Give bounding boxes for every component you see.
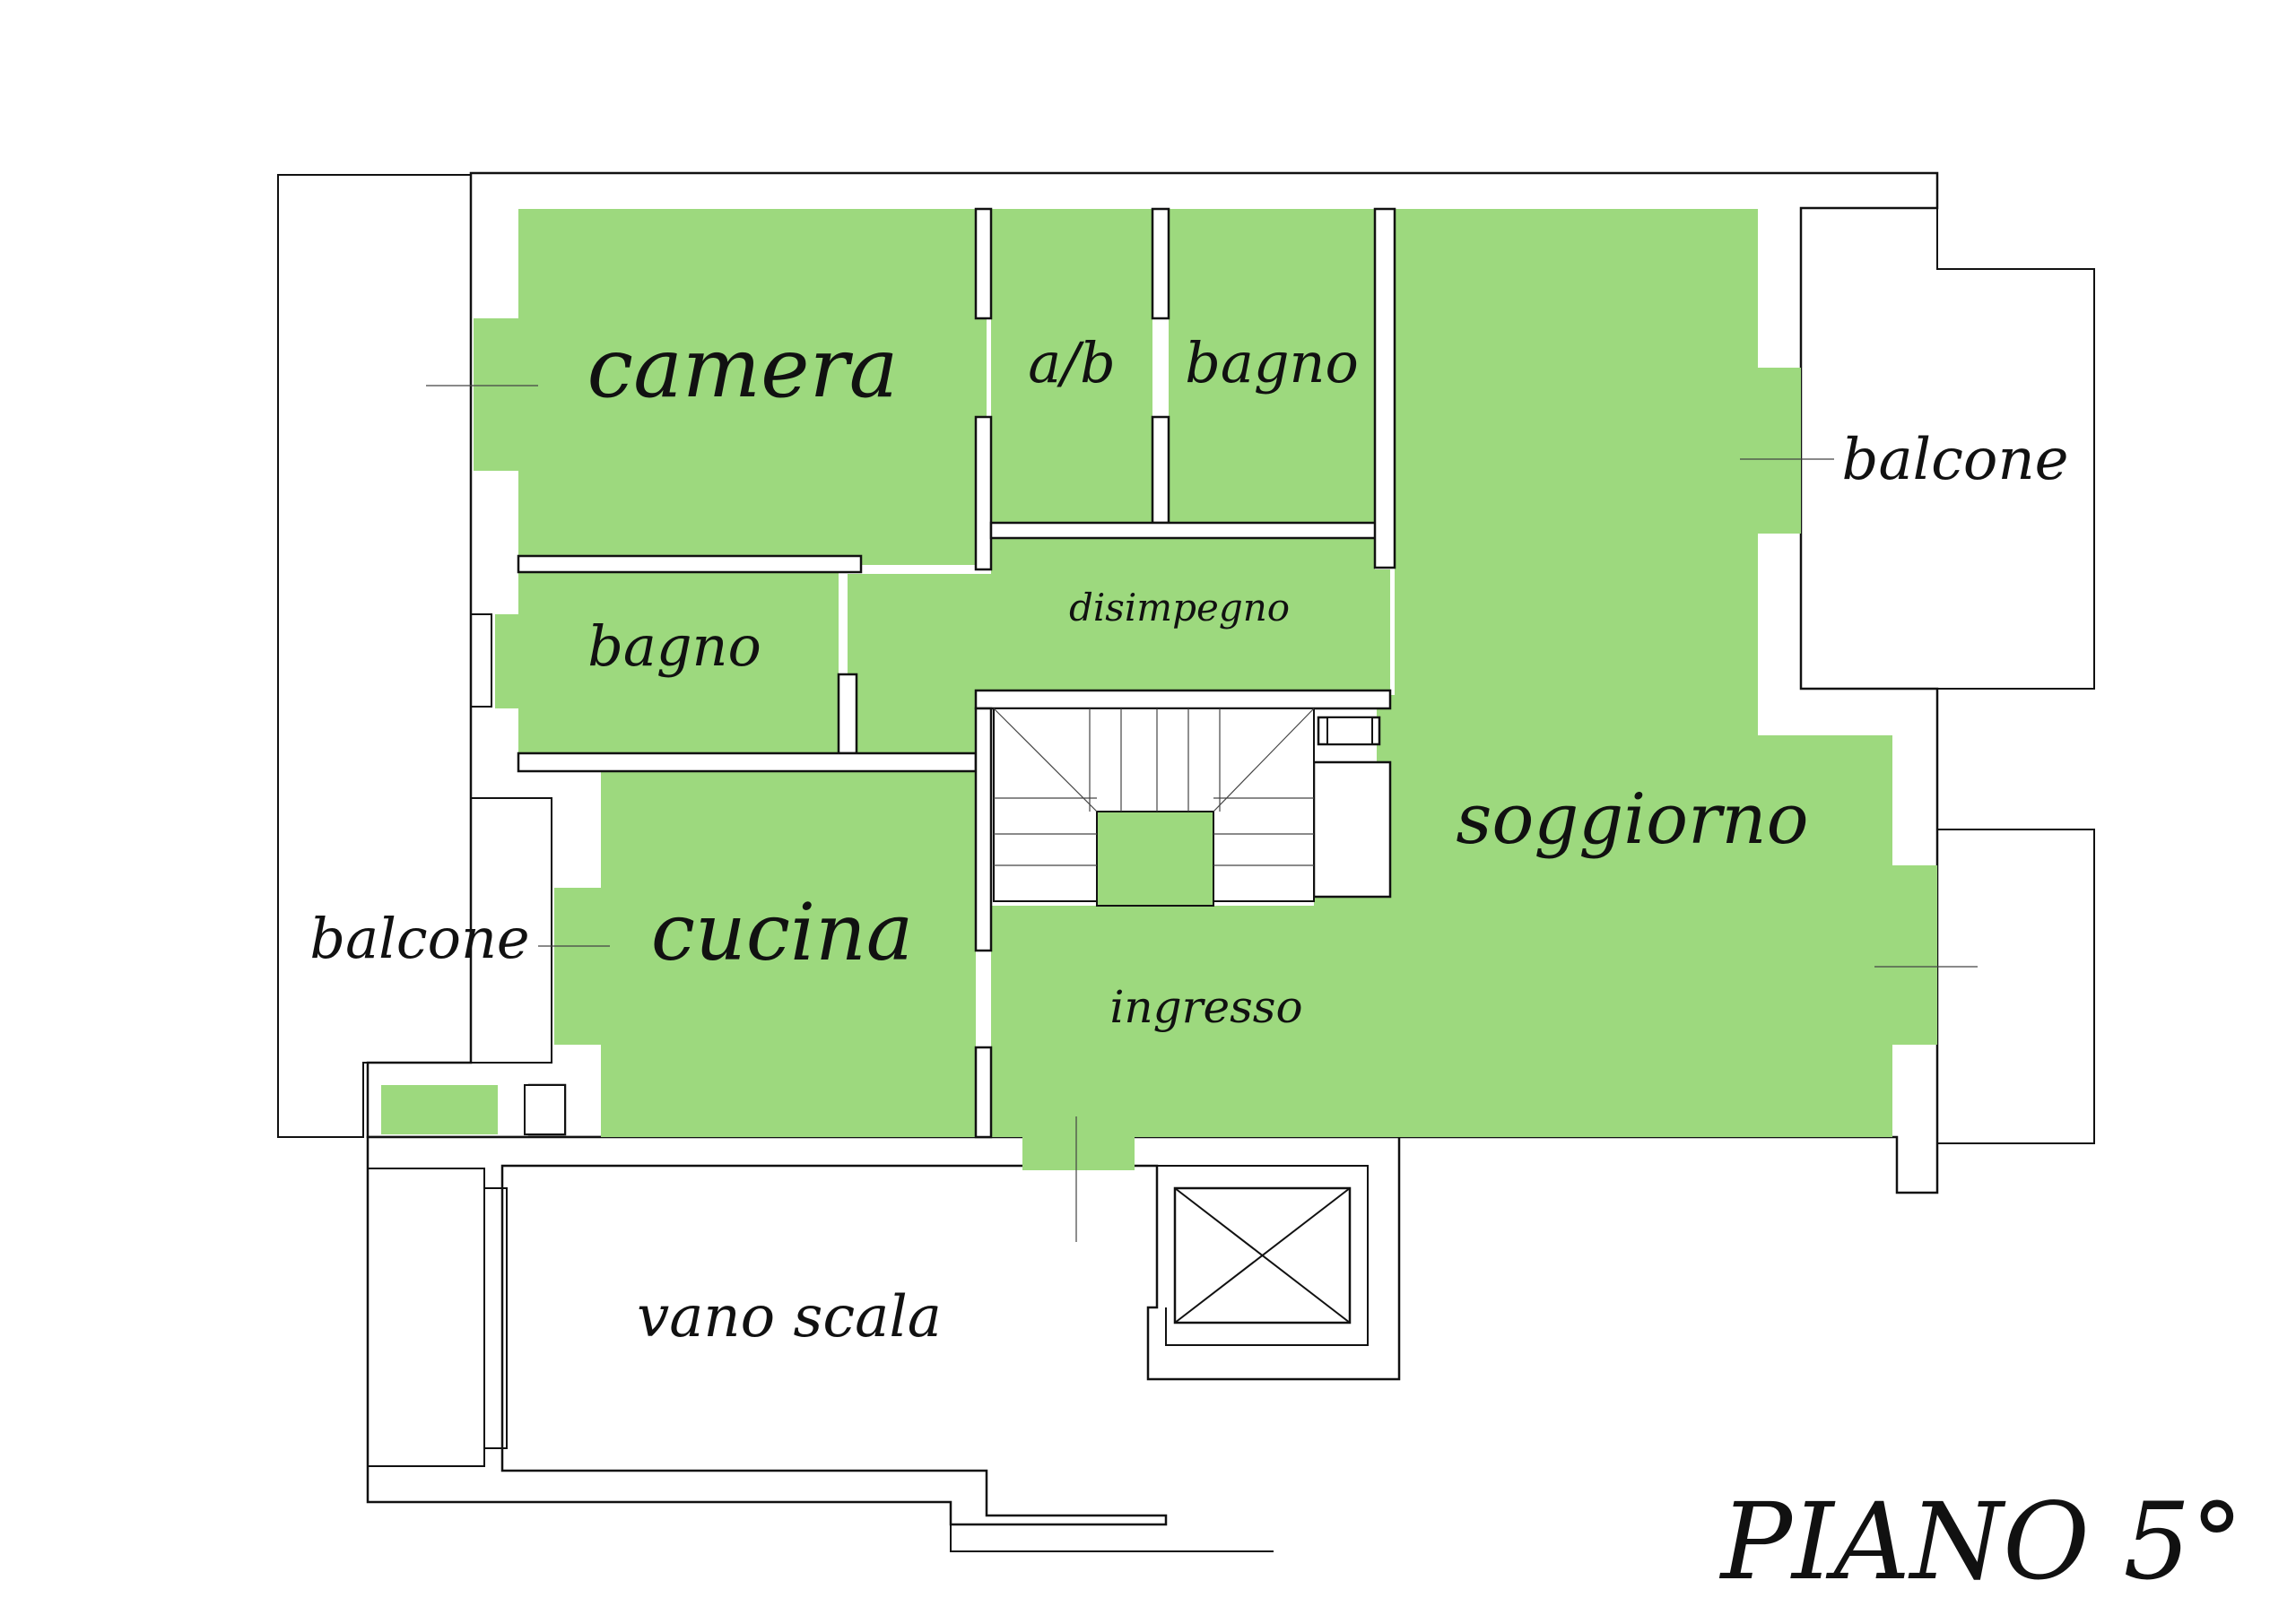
balcony-right-top <box>1800 207 2095 690</box>
label-balcone-right: balcone <box>1841 427 2068 493</box>
label-balcone-left: balcone <box>309 906 529 971</box>
room-bagno-top <box>1169 209 1375 523</box>
window-stair <box>483 1187 508 1449</box>
room-soggiorno <box>991 209 1937 1137</box>
internal-stair <box>993 708 1315 907</box>
label-bagno-top: bagno <box>1185 330 1359 395</box>
shafts <box>524 716 1373 1135</box>
label-camera: camera <box>587 320 899 416</box>
room-camera <box>474 209 987 565</box>
room-ingresso <box>991 906 1229 1170</box>
label-ingresso: ingresso <box>1109 981 1302 1033</box>
balcony-right-bottom <box>1936 829 2095 1144</box>
label-soggiorno: soggiorno <box>1456 779 1808 860</box>
room-cucina <box>554 771 976 1137</box>
room-ab <box>991 209 1152 523</box>
elevator <box>1148 1165 1369 1346</box>
label-disimpegno: disimpegno <box>1069 586 1290 630</box>
room-small-storage <box>381 1085 498 1134</box>
label-ab: a/b <box>1028 330 1116 395</box>
plan-title: PIANO 5° <box>1719 1480 2244 1603</box>
room-disimpegno <box>848 538 1390 753</box>
balcony-left <box>277 174 552 1138</box>
opening-markers <box>426 385 1978 1242</box>
room-bagno-left <box>495 572 839 753</box>
rooms-green <box>381 209 1937 1170</box>
windows <box>470 613 508 1449</box>
label-cucina: cucina <box>651 886 914 978</box>
window-bagno <box>470 613 492 708</box>
label-bagno-left: bagno <box>587 613 761 679</box>
interior-walls <box>517 207 1396 1139</box>
room-labels: camera a/b bagno balcone disimpegno bagn… <box>309 320 2243 1603</box>
label-vano-scala: vano scala <box>637 1284 942 1350</box>
